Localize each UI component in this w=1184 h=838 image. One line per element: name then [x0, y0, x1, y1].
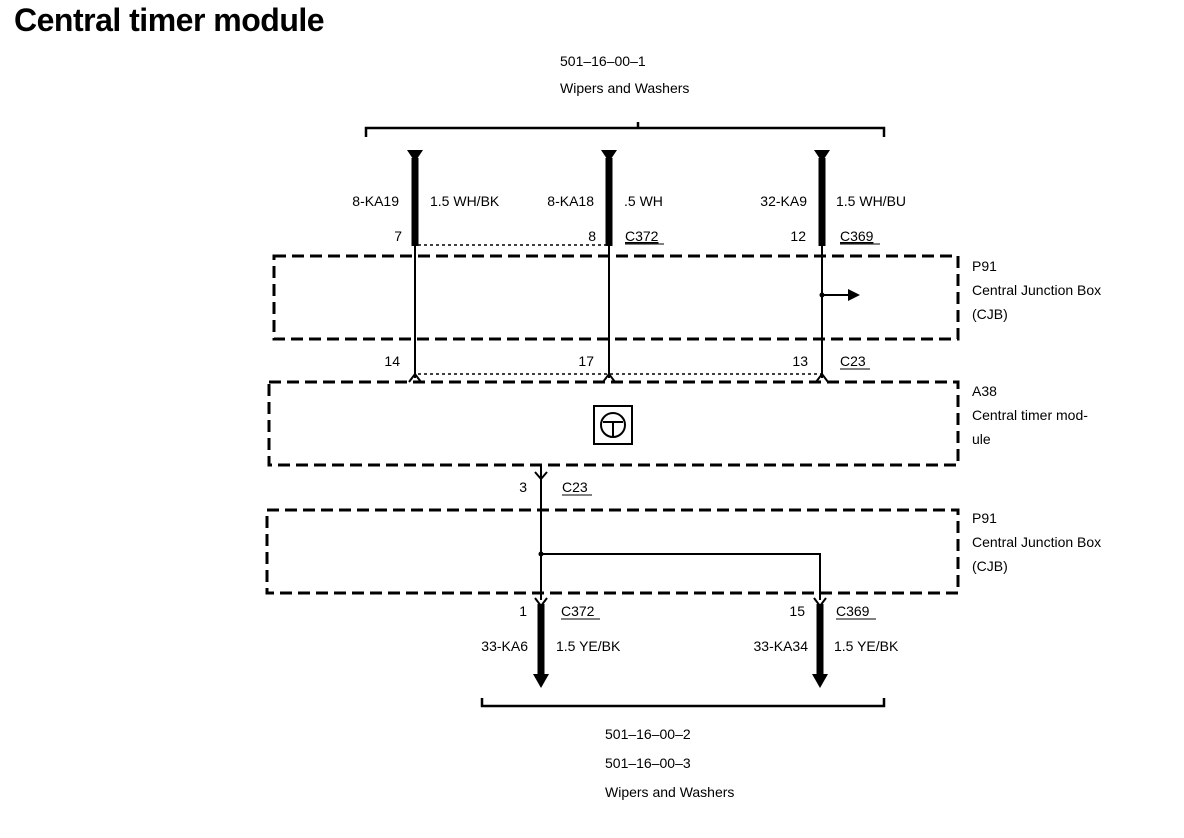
ctm-out-pin: 3 [519, 479, 527, 495]
wire-3-circuit: 32-KA9 [760, 193, 807, 209]
wire-2-cjb-pin: 17 [578, 353, 594, 369]
bottom-ref-code-1: 501–16–00–2 [605, 726, 691, 742]
bottom-ref-code-2: 501–16–00–3 [605, 755, 691, 771]
wire-1-circuit: 8-KA19 [352, 193, 399, 209]
out-1-pin: 1 [519, 603, 527, 619]
wire-3-connector: C369 [840, 228, 874, 244]
wire-3-cjb-pin: 13 [792, 353, 808, 369]
wire-1-pin-chevron [408, 372, 422, 383]
ctm-name: Central timer mod- [972, 407, 1088, 423]
out-2-pin: 15 [789, 603, 805, 619]
wire-3-arrow [814, 150, 830, 162]
split-wire [541, 553, 821, 600]
cjb-bottom-name: Central Junction Box [972, 534, 1101, 550]
bottom-bracket [480, 698, 886, 708]
wire-2-circuit: 8-KA18 [547, 193, 594, 209]
out-1-connector: C372 [561, 603, 595, 619]
out-2-arrow [812, 674, 828, 688]
out-1-spec: 1.5 YE/BK [556, 638, 621, 654]
out-2-connector: C369 [836, 603, 870, 619]
top-ref-code: 501–16–00–1 [560, 53, 646, 69]
wire-3-pin-chevron [815, 372, 829, 383]
out-2-spec: 1.5 YE/BK [834, 638, 899, 654]
out-1-circuit: 33-KA6 [481, 638, 528, 654]
ctm-box [267, 380, 960, 467]
wire-1-arrow [407, 150, 423, 162]
cjb-bottom-id: P91 [972, 510, 997, 526]
splice-arrow-icon [848, 289, 860, 301]
wire-2-connector: C372 [625, 228, 659, 244]
ctm-id: A38 [972, 383, 997, 399]
wire-1-pin: 7 [394, 228, 402, 244]
out-1-arrow [533, 674, 549, 688]
bottom-ref-name: Wipers and Washers [605, 784, 734, 800]
cjb-top-name: Central Junction Box [972, 282, 1101, 298]
page-title: Central timer module [14, 2, 325, 38]
wire-3-spec: 1.5 WH/BU [836, 193, 906, 209]
cjb-top-box [272, 254, 960, 341]
wire-2-pin-chevron [602, 372, 616, 383]
cjb-top-id: P91 [972, 258, 997, 274]
cjb-bottom-box [265, 508, 960, 595]
wire-2-pin: 8 [588, 228, 596, 244]
transistor-icon [593, 405, 633, 445]
ctm-out-connector: C23 [562, 479, 588, 495]
wire-1-spec: 1.5 WH/BK [430, 193, 500, 209]
top-ref-name: Wipers and Washers [560, 80, 689, 96]
wire-1-cjb-pin: 14 [384, 353, 400, 369]
wire-3-pin: 12 [790, 228, 806, 244]
ctm-name-cont: ule [972, 431, 991, 447]
top-bracket [364, 122, 886, 137]
wire-2-spec: .5 WH [624, 193, 663, 209]
out-2-circuit: 33-KA34 [754, 638, 809, 654]
cjb-bottom-abbr: (CJB) [972, 558, 1008, 574]
wire-2-arrow [601, 150, 617, 162]
cjb-top-abbr: (CJB) [972, 306, 1008, 322]
wire-3-ctm-connector: C23 [840, 353, 866, 369]
